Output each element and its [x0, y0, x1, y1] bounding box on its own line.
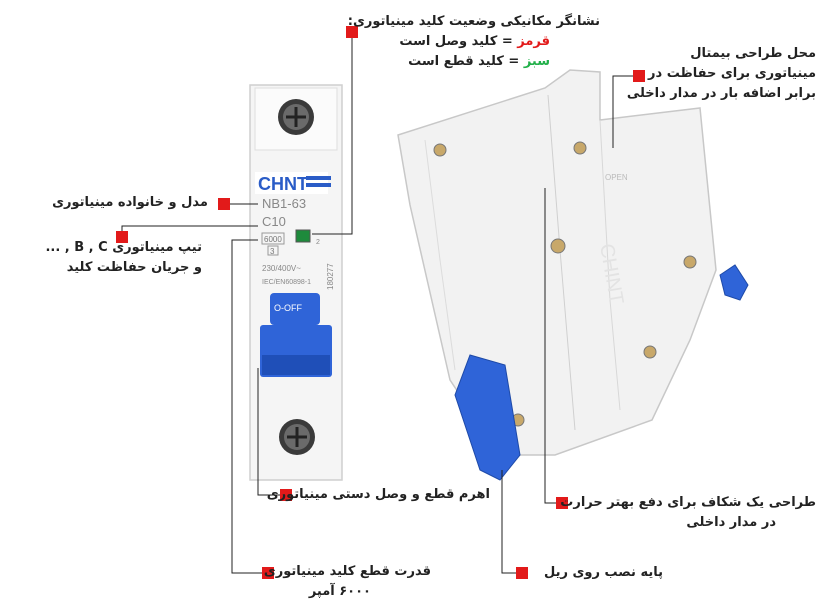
- top-screw-icon: [278, 99, 314, 135]
- brand-logo: CHNT: [258, 174, 308, 194]
- status-indicator-window: [295, 229, 311, 243]
- side-latch: [719, 264, 749, 301]
- standard-text: IEC/EN60898-1: [262, 279, 311, 286]
- capacity-line1: قدرت قطع کلید مینیاتوری: [263, 564, 431, 579]
- off-label: O-OFF: [274, 303, 302, 313]
- indicator-red-rest: = کلید وصل است: [399, 34, 518, 50]
- heat-line2: در مدار داخلی: [686, 515, 776, 531]
- marker-capacity: [262, 567, 274, 579]
- side-open-text: OPEN: [605, 173, 628, 182]
- marker-bimetal: [633, 70, 645, 82]
- breaker-front-view: CHNT NB1-63 C10 6000 3 2 230/400V~ IEC/E…: [249, 84, 343, 481]
- marker-rail: [516, 567, 528, 579]
- rating-text: C10: [262, 214, 286, 229]
- marker-indicator: [346, 26, 358, 38]
- indicator-callout: نشانگر مکانیکی وضعیت کلید مینیاتوری: قرم…: [348, 12, 600, 72]
- indicator-green-rest: = کلید قطع است: [408, 54, 524, 70]
- rivet-icon: [643, 345, 657, 359]
- rail-label: پایه نصب روی ریل: [543, 565, 663, 580]
- indicator-red-word: قرمز: [517, 34, 550, 50]
- bimetal-line1: محل طراحی بیمتال: [690, 46, 816, 61]
- heat-line1: طراحی یک شکاف برای دفع بهتر حرارت: [560, 495, 816, 510]
- voltage-text: 230/400V~: [262, 264, 301, 273]
- bimetal-callout: محل طراحی بیمتال مینیاتوری برای حفاظت در…: [627, 44, 816, 104]
- bottom-screw-icon: [279, 419, 315, 455]
- class-box-text: 3: [270, 247, 275, 256]
- lever-label: اهرم قطع و وصل دستی مینیاتوری: [266, 487, 490, 502]
- type-line1: تیپ مینیاتوری B , C , ...: [45, 240, 202, 255]
- marker-type: [116, 231, 128, 243]
- breaker-side-view: CHINT OPEN: [397, 69, 749, 481]
- rivet-icon: [433, 143, 447, 157]
- bimetal-line2: مینیاتوری برای حفاظت در: [648, 66, 816, 82]
- marker-model: [218, 198, 230, 210]
- marker-lever: [280, 489, 292, 501]
- capacity-callout: قدرت قطع کلید مینیاتوری ۶۰۰۰ آمپر: [264, 562, 431, 602]
- type-callout: تیپ مینیاتوری B , C , ... و جریان حفاظت …: [45, 238, 202, 278]
- capacity-box-text: 6000: [264, 235, 282, 244]
- model-text: NB1-63: [262, 196, 306, 211]
- pole-mark: 2: [316, 239, 320, 246]
- type-line2: و جریان حفاظت کلید: [66, 260, 202, 276]
- model-family-label: مدل و خانواده مینیاتوری: [52, 195, 208, 210]
- indicator-title: نشانگر مکانیکی وضعیت کلید مینیاتوری:: [347, 14, 600, 29]
- rivet-icon: [550, 238, 566, 254]
- rivet-icon: [683, 255, 697, 269]
- indicator-green-word: سبز: [523, 54, 550, 70]
- capacity-line2: ۶۰۰۰ آمپر: [308, 584, 371, 600]
- serial-text: 180277: [326, 263, 335, 290]
- heat-slot-callout: طراحی یک شکاف برای دفع بهتر حرارت در مدا…: [560, 493, 816, 533]
- toggle-lever: O-OFF: [260, 293, 332, 377]
- din-rail-clip: [454, 354, 521, 481]
- bimetal-line3: برابر اضافه بار در مدار داخلی: [626, 86, 816, 102]
- rivet-icon: [573, 141, 587, 155]
- marker-heat-slot: [556, 497, 568, 509]
